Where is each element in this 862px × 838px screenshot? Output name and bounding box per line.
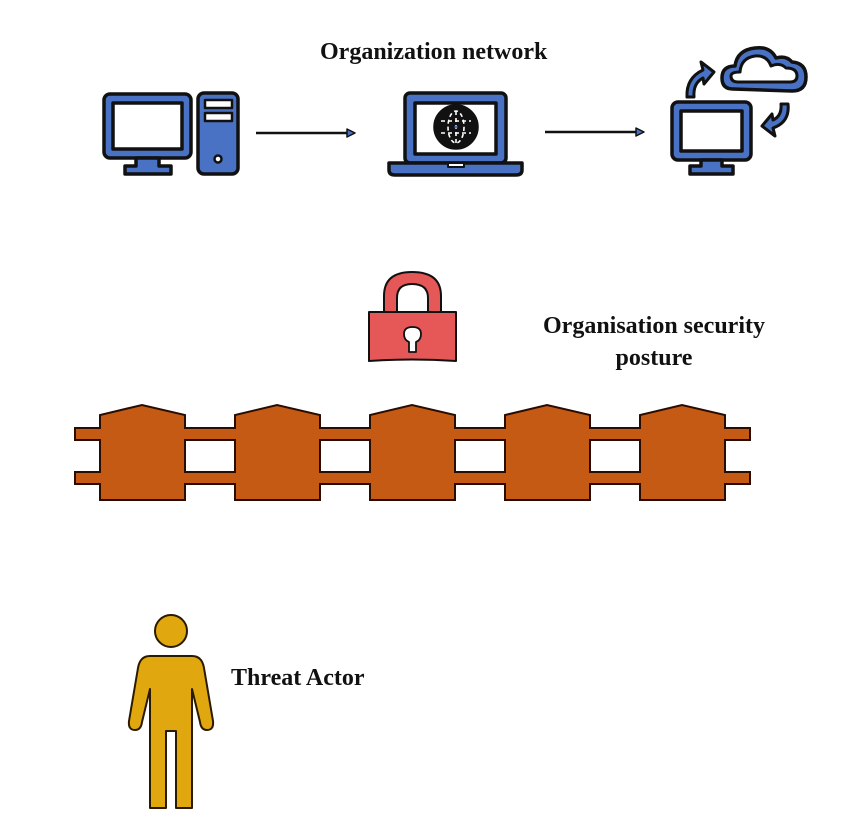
network-title: Organization network: [320, 39, 548, 65]
security-posture-title-line1: Organisation security: [543, 313, 765, 339]
keyhole-icon: [403, 326, 422, 353]
cloud-sync-icon: [670, 45, 808, 176]
person-head: [154, 614, 188, 648]
fence-icon: [74, 403, 751, 501]
security-posture-title-line2: posture: [615, 345, 693, 372]
desktop-computer-icon: [102, 91, 240, 176]
globe-icon: [433, 104, 479, 150]
person-body: [127, 655, 215, 809]
sync-arrow-up-icon: [685, 60, 716, 99]
laptop-globe-icon: [387, 91, 524, 177]
sync-arrow-down-icon: [760, 102, 790, 138]
threat-actor-label: Threat Actor: [231, 665, 365, 691]
padlock-icon: [368, 271, 457, 362]
person-icon: [127, 614, 215, 809]
security-posture-title: Organisation security posture: [523, 310, 785, 375]
